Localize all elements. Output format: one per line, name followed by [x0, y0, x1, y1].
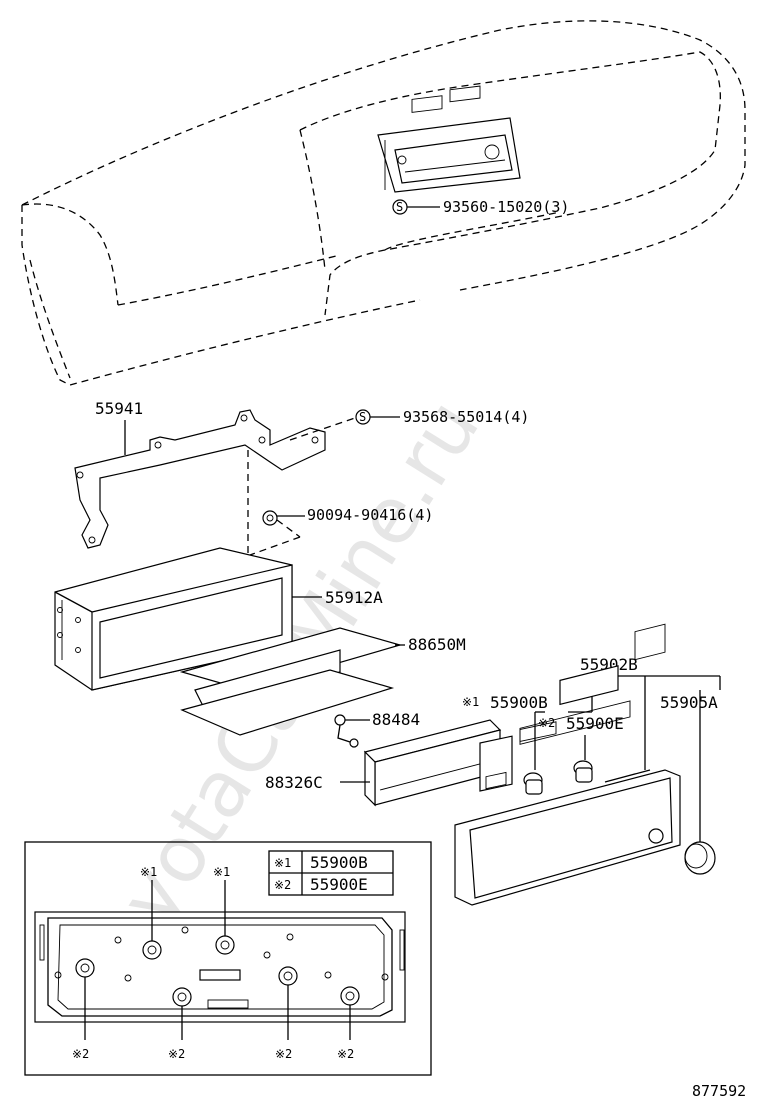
bracket-55941 [74, 409, 326, 549]
knob-55900e-icon [573, 760, 593, 783]
label-88326c: 88326C [265, 773, 323, 792]
label-88484: 88484 [372, 710, 420, 729]
dashboard-outline [21, 20, 746, 386]
label-55900e: 55900E [566, 714, 624, 733]
label-55900b: 55900B [490, 693, 548, 712]
bulb-88484-icon [334, 714, 359, 748]
inset-mark-2b: ※2 [168, 1047, 185, 1061]
legend-part-1: 55900B [310, 853, 368, 872]
figure-id: 877592 [692, 1082, 746, 1100]
bulb-position-2b [172, 987, 192, 1007]
knob-55905a-icon [684, 841, 716, 875]
control-panel-55902b [454, 623, 681, 906]
screw-93560-icon: S [392, 199, 408, 215]
rear-panel-view [34, 911, 406, 1023]
inset-mark-2c: ※2 [275, 1047, 292, 1061]
bulb-position-2c [278, 966, 298, 986]
radio-unit [377, 85, 521, 193]
legend-mark-2: ※2 [274, 878, 291, 892]
nut-90094-icon [262, 510, 278, 526]
inset-mark-1b: ※1 [213, 865, 230, 879]
knob-55900b-icon [523, 772, 543, 795]
label-55941: 55941 [95, 399, 143, 418]
inset-mark-2d: ※2 [337, 1047, 354, 1061]
bulb-position-1a [142, 940, 162, 960]
screw-93568-icon: S [355, 409, 371, 425]
bulb-position-2a [75, 958, 95, 978]
mark-55900b: ※1 [462, 695, 479, 709]
legend-table: ※1 55900B ※2 55900E [268, 850, 394, 896]
label-55912a: 55912A [325, 588, 383, 607]
legend-mark-1: ※1 [274, 856, 291, 870]
label-88650m: 88650M [408, 635, 466, 654]
inset-mark-1a: ※1 [140, 865, 157, 879]
label-90094-90416: 90094-90416(4) [307, 506, 433, 524]
film-88650m [179, 627, 403, 736]
label-55905a: 55905A [660, 693, 718, 712]
mark-55900e: ※2 [538, 716, 555, 730]
legend-part-2: 55900E [310, 875, 368, 894]
bulb-position-1b [215, 935, 235, 955]
label-55902b: 55902B [580, 655, 638, 674]
bulb-position-2d [340, 986, 360, 1006]
svg-text:S: S [359, 410, 366, 424]
inset-box [24, 841, 432, 1076]
label-93568-55014: 93568-55014(4) [403, 408, 529, 426]
label-93560-15020: 93560-15020(3) [443, 198, 569, 216]
svg-text:S: S [396, 200, 403, 214]
inset-mark-2a: ※2 [72, 1047, 89, 1061]
